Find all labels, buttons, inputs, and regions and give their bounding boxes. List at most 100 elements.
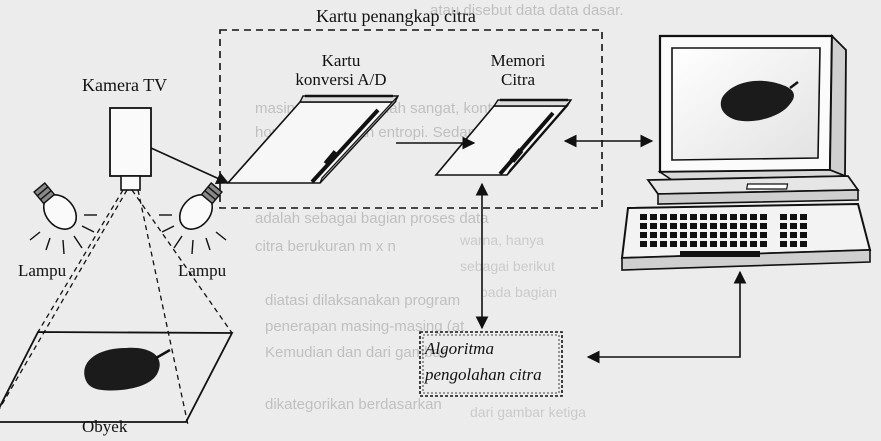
background-text: penerapan masing-masing (at bbox=[265, 318, 465, 335]
background-text: Kemudian dan dari gambar bbox=[265, 344, 446, 361]
keyboard-key bbox=[660, 223, 667, 229]
keyboard-key bbox=[710, 214, 717, 220]
keyboard-key bbox=[670, 241, 677, 247]
camera-view-line bbox=[131, 189, 233, 334]
keyboard-key bbox=[670, 223, 677, 229]
keyboard-key bbox=[800, 241, 807, 247]
keyboard-key bbox=[730, 241, 737, 247]
keyboard-key bbox=[780, 241, 787, 247]
keyboard-key bbox=[680, 232, 687, 238]
keyboard-key bbox=[760, 223, 767, 229]
memory-card-label: Memori Citra bbox=[476, 51, 560, 89]
keyboard-key bbox=[660, 241, 667, 247]
keyboard-key bbox=[660, 214, 667, 220]
background-text: citra berukuran m x n bbox=[255, 238, 396, 255]
keyboard-key bbox=[730, 232, 737, 238]
camera-view-line bbox=[0, 189, 128, 410]
keyboard-key bbox=[700, 241, 707, 247]
monitor-image-blob bbox=[720, 80, 794, 122]
keyboard-key bbox=[670, 214, 677, 220]
keyboard-key bbox=[690, 241, 697, 247]
keyboard-key bbox=[680, 241, 687, 247]
keyboard-key bbox=[660, 232, 667, 238]
algorithm-label: Algoritma pengolahan citra bbox=[425, 339, 542, 384]
left-lamp-rays bbox=[29, 214, 97, 255]
keyboard-key bbox=[650, 214, 657, 220]
keyboard-key bbox=[740, 214, 747, 220]
keyboard-key bbox=[690, 223, 697, 229]
keyboard-key bbox=[750, 214, 757, 220]
ad-card-label: Kartu konversi A/D bbox=[276, 51, 406, 89]
keyboard-key bbox=[640, 241, 647, 247]
background-text: atau disebut data data dasar. bbox=[430, 2, 624, 19]
keyboard-key bbox=[690, 214, 697, 220]
keyboard-key bbox=[720, 214, 727, 220]
keyboard-key bbox=[700, 223, 707, 229]
keyboard-key bbox=[750, 232, 757, 238]
algorithm-label-line1: Algoritma bbox=[425, 339, 494, 358]
keyboard-key bbox=[640, 232, 647, 238]
keyboard-key bbox=[740, 223, 747, 229]
keyboard-key bbox=[700, 214, 707, 220]
keyboard-key bbox=[800, 232, 807, 238]
keyboard-key bbox=[790, 223, 797, 229]
keyboard-key bbox=[740, 241, 747, 247]
lamp-left-label: Lampu bbox=[18, 261, 67, 280]
keyboard-key bbox=[740, 232, 747, 238]
keyboard-key bbox=[670, 232, 677, 238]
keyboard-key bbox=[710, 241, 717, 247]
keyboard-key bbox=[720, 223, 727, 229]
camera-view-line bbox=[137, 189, 189, 426]
arrow-algorithm-computer bbox=[586, 270, 747, 364]
background-text: diatasi dilaksanakan program bbox=[265, 292, 461, 309]
object-label: Obyek bbox=[82, 417, 128, 436]
keyboard-key bbox=[650, 232, 657, 238]
keyboard-key bbox=[750, 241, 757, 247]
keyboard-key bbox=[730, 223, 737, 229]
camera-label: Kamera TV bbox=[82, 75, 168, 95]
computer-case bbox=[646, 175, 860, 205]
tv-camera bbox=[109, 107, 230, 191]
object-shape bbox=[84, 347, 160, 391]
background-text: adalah sebagai bagian proses data bbox=[255, 210, 489, 227]
keyboard-key bbox=[730, 214, 737, 220]
keyboard-key bbox=[720, 232, 727, 238]
keyboard-key bbox=[790, 232, 797, 238]
right-lamp-rays bbox=[159, 214, 227, 255]
keyboard-key bbox=[710, 223, 717, 229]
keyboard-key bbox=[760, 214, 767, 220]
keyboard-key bbox=[790, 214, 797, 220]
keyboard-key bbox=[690, 232, 697, 238]
keyboard-key bbox=[780, 214, 787, 220]
algorithm-box bbox=[419, 331, 563, 397]
keyboard-key bbox=[700, 232, 707, 238]
algorithm-label-line2: pengolahan citra bbox=[425, 364, 542, 384]
keyboard-key bbox=[680, 214, 687, 220]
ad-card-label-line1: Kartu bbox=[321, 51, 361, 70]
ad-card-label-line2: konversi A/D bbox=[295, 69, 387, 89]
keyboard-key bbox=[720, 241, 727, 247]
keyboard-key bbox=[800, 223, 807, 229]
lamp-right-label: Lampu bbox=[178, 261, 227, 280]
keyboard-key bbox=[650, 241, 657, 247]
left-lamp bbox=[33, 182, 78, 230]
keyboard-spacebar bbox=[680, 251, 760, 257]
background-text: dikategorikan berdasarkan bbox=[265, 396, 442, 413]
keyboard-key bbox=[680, 223, 687, 229]
memory-card-label-line2: Citra bbox=[501, 69, 535, 89]
keyboard-key bbox=[800, 214, 807, 220]
keyboard-key bbox=[640, 223, 647, 229]
object-plane bbox=[0, 331, 234, 423]
keyboard-key bbox=[640, 214, 647, 220]
keyboard-key bbox=[710, 232, 717, 238]
keyboard-key bbox=[650, 223, 657, 229]
keyboard-key bbox=[760, 232, 767, 238]
capture-card-title: Kartu penangkap citra bbox=[316, 6, 476, 26]
background-text: pada bagian bbox=[480, 284, 558, 300]
background-text: dari gambar ketiga bbox=[470, 404, 586, 420]
keyboard-key bbox=[780, 232, 787, 238]
memory-card-label-line1: Memori bbox=[490, 51, 546, 70]
ad-conversion-card bbox=[226, 94, 400, 184]
